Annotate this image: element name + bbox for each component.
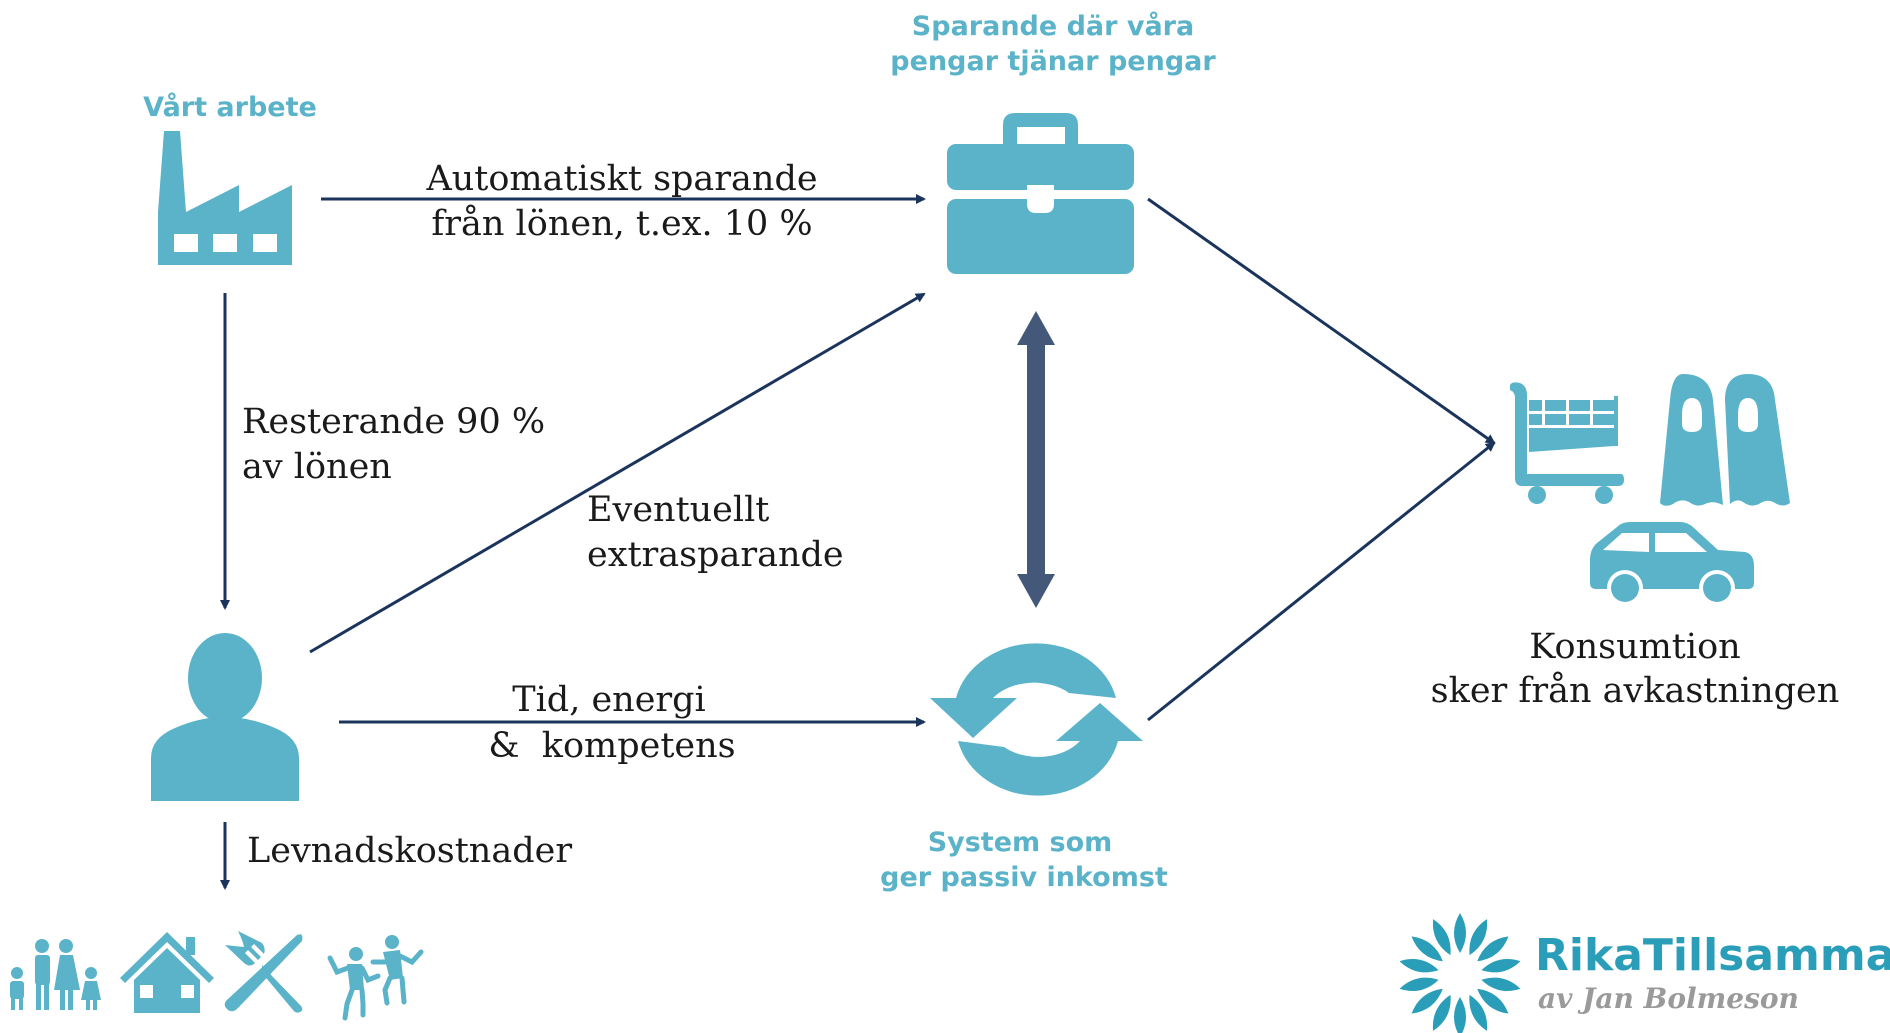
- flower-petal: [1399, 959, 1439, 973]
- savings-label-line2: pengar tjänar pengar: [890, 46, 1216, 77]
- work-label: Vårt arbete: [143, 91, 317, 123]
- flower-petal: [1481, 959, 1521, 973]
- double-arrow: [1017, 311, 1055, 608]
- living-costs-label: Levnadskostnader: [247, 831, 572, 871]
- remaining-line2: av lönen: [242, 447, 392, 487]
- logo-byline: av Jan Bolmeson: [1538, 982, 1799, 1015]
- fork-knife-icon: [224, 931, 303, 1013]
- house-icon: [120, 932, 214, 1013]
- flower-petal: [1411, 988, 1443, 1014]
- logo-name: RikaTillsammans: [1535, 930, 1890, 981]
- dancing-people-icon: [327, 935, 424, 1021]
- savings-label-line1: Sparande där våra: [912, 10, 1194, 42]
- flower-petal: [1477, 988, 1509, 1014]
- arrow-system-to-consumption: [1147, 441, 1496, 722]
- flower-petal: [1399, 977, 1439, 991]
- flower-petal: [1469, 919, 1488, 956]
- flower-petal: [1477, 936, 1509, 962]
- logo: RikaTillsammans av Jan Bolmeson: [1399, 913, 1890, 1033]
- time-energy-line1: Tid, energi: [512, 680, 706, 720]
- extra-saving-line1: Eventuellt: [587, 490, 769, 530]
- system-label-line2: ger passiv inkomst: [880, 862, 1168, 893]
- family-icon: [10, 939, 101, 1010]
- shopping-cart-icon: [1510, 382, 1624, 504]
- briefcase-icon: [947, 113, 1134, 274]
- person-icon: [151, 633, 299, 801]
- arrow-extra-saving: [309, 292, 926, 654]
- flower-icon: [1399, 913, 1521, 1033]
- swim-fins-icon: [1660, 374, 1790, 506]
- flower-petal: [1411, 936, 1443, 962]
- flower-petal: [1481, 977, 1521, 991]
- consumption-line1: Konsumtion: [1529, 627, 1740, 667]
- edge-arrows: [220, 194, 1496, 890]
- auto-saving-line2: från lönen, t.ex. 10 %: [431, 203, 812, 244]
- arrow-savings-to-consumption: [1147, 197, 1496, 445]
- auto-saving-line1: Automatiskt sparande: [425, 159, 817, 199]
- system-label-line1: System som: [928, 827, 1113, 858]
- flower-petal: [1432, 919, 1451, 956]
- flower-petal: [1432, 994, 1451, 1031]
- flower-petal: [1469, 994, 1488, 1031]
- factory-icon: [158, 131, 292, 265]
- flower-petal: [1454, 913, 1466, 953]
- time-energy-line2: & kompetens: [488, 726, 735, 766]
- car-icon: [1590, 522, 1754, 606]
- refresh-cycle-icon: [930, 643, 1143, 796]
- remaining-line1: Resterande 90 %: [242, 402, 545, 442]
- extra-saving-line2: extrasparande: [587, 535, 844, 575]
- consumption-line2: sker från avkastningen: [1431, 670, 1840, 711]
- flower-petal: [1454, 997, 1466, 1033]
